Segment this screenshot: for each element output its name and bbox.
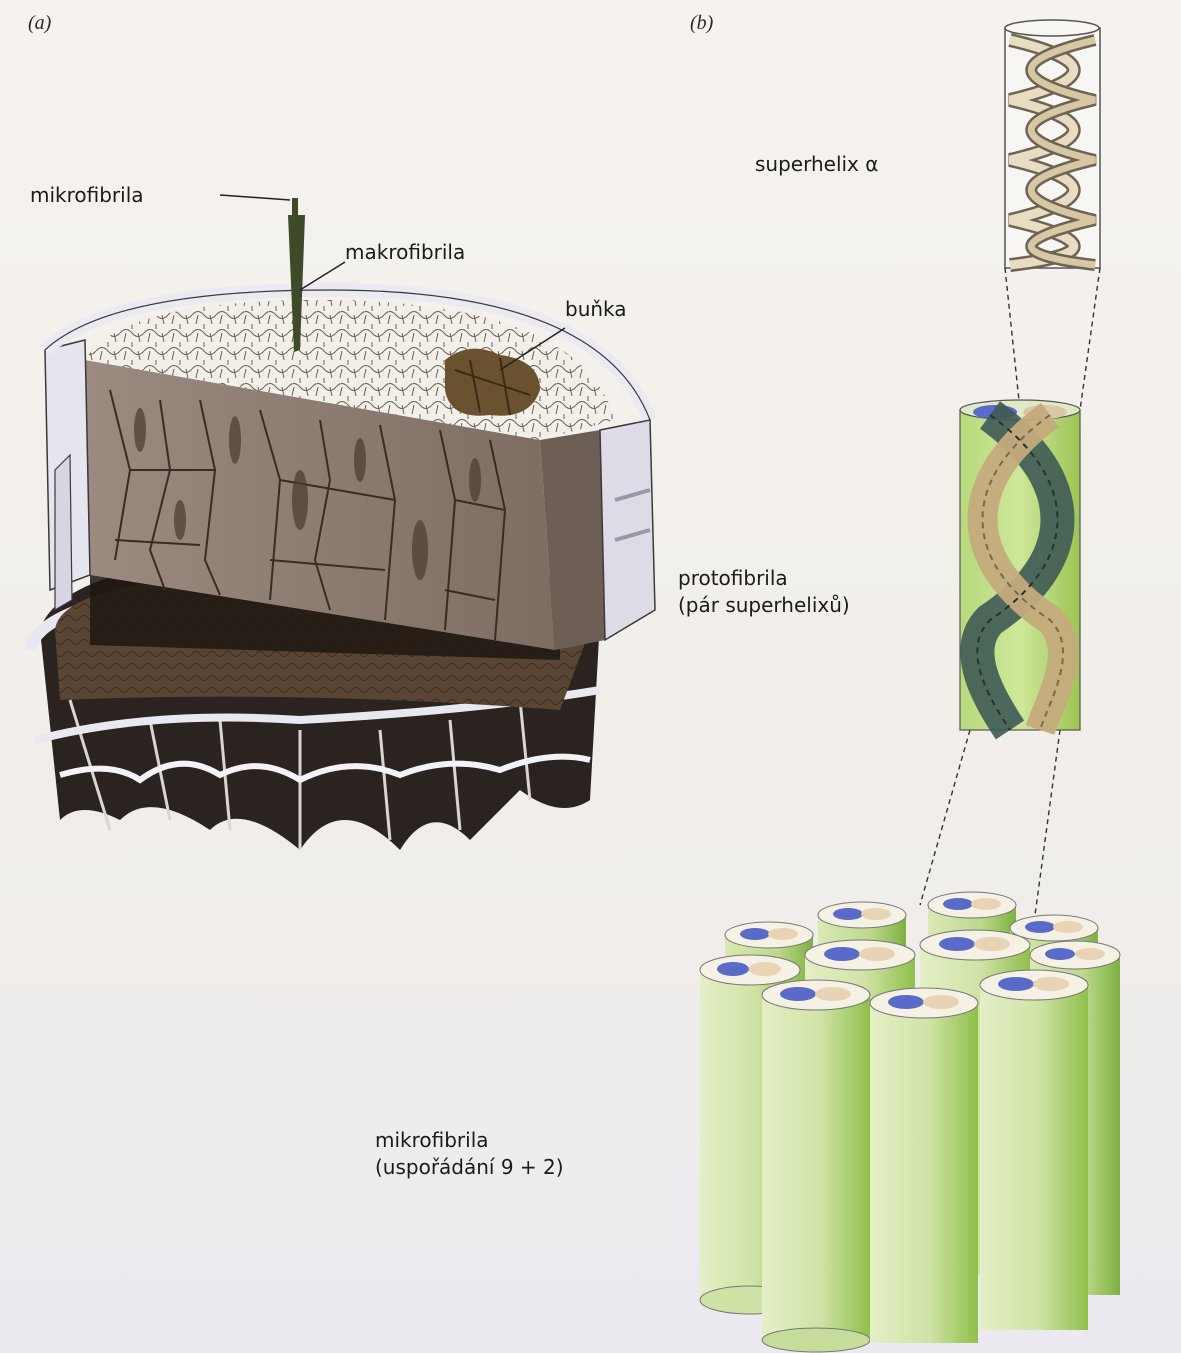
panel-b-letter: (b): [690, 12, 713, 35]
protofibrila: [960, 400, 1080, 730]
label-bunka: buňka: [565, 297, 627, 321]
label-mikrofibrila-b: mikrofibrila: [375, 1128, 489, 1152]
label-protofibrila: protofibrila: [678, 566, 788, 590]
panel-a-letter: (a): [28, 12, 51, 35]
label-protofibrila-sub: (pár superhelixů): [678, 593, 850, 617]
label-makrofibrila: makrofibrila: [345, 240, 465, 264]
label-mikrofibrila-a: mikrofibrila: [30, 183, 144, 207]
hair-cross-section: [30, 195, 655, 850]
label-superhelix: superhelix α: [755, 152, 878, 176]
mikrofibrila-bundle: [700, 892, 1120, 1352]
label-mikrofibrila-b-sub: (uspořádání 9 + 2): [375, 1155, 564, 1179]
superhelix-alpha: [1005, 20, 1100, 268]
